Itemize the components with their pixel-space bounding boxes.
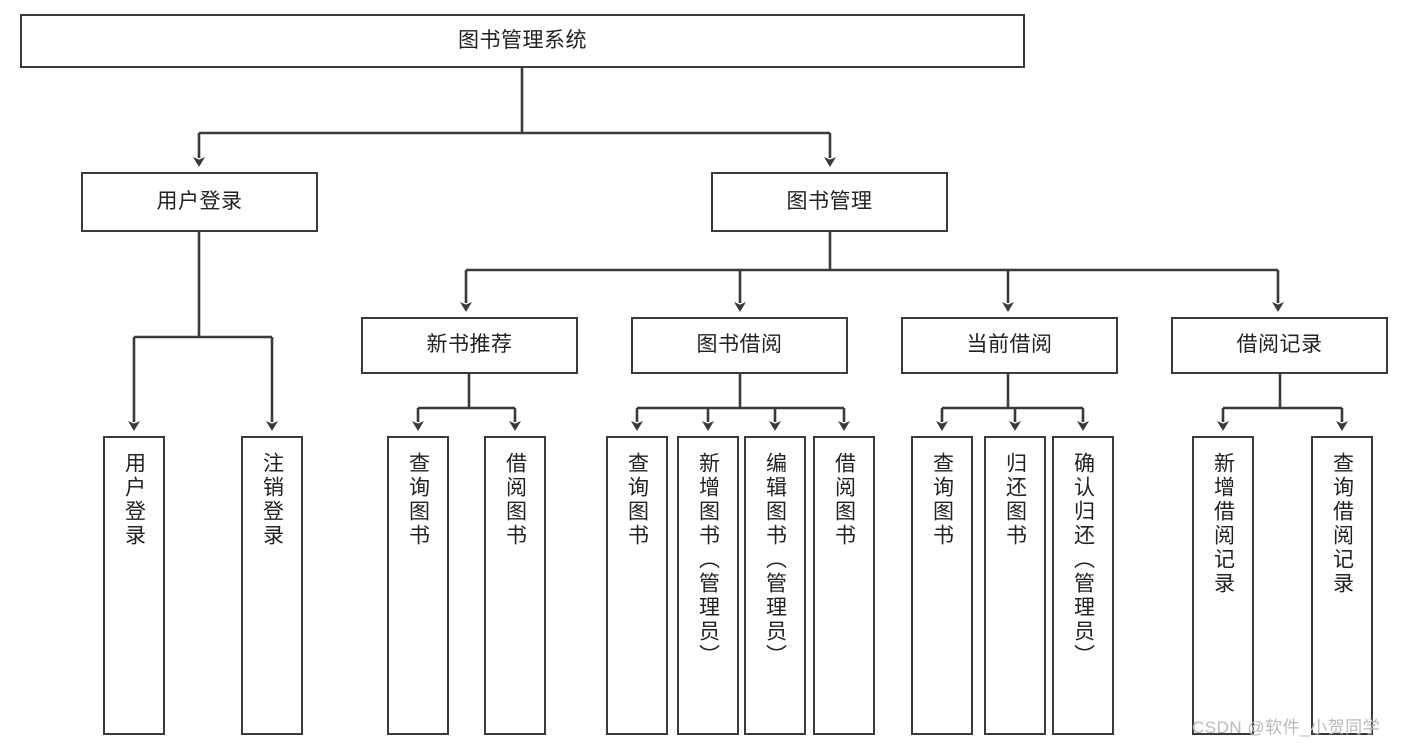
node-borrow-record[interactable]: 借阅记录 [1171,317,1388,374]
node-leaf-edit-book-admin[interactable]: 编辑图书（管理员） [744,436,806,735]
node-leaf-edit-book-admin-label: 编辑图书（管理员） [763,452,787,668]
node-book-borrow[interactable]: 图书借阅 [631,317,848,374]
node-user-login[interactable]: 用户登录 [81,172,318,232]
node-leaf-borrow-book-label: 借阅图书 [832,452,856,548]
node-root[interactable]: 图书管理系统 [20,14,1025,68]
node-leaf-return-book-label: 归还图书 [1003,452,1027,548]
node-book-borrow-label: 图书借阅 [696,333,783,357]
node-leaf-query-book-recommend-label: 查询图书 [406,452,430,548]
node-leaf-add-book-admin[interactable]: 新增图书（管理员） [677,436,739,735]
node-leaf-confirm-return-admin-label: 确认归还（管理员） [1071,452,1095,668]
node-leaf-user-logout[interactable]: 注销登录 [241,436,303,735]
node-leaf-add-borrow-record[interactable]: 新增借阅记录 [1192,436,1254,735]
node-leaf-add-book-admin-label: 新增图书（管理员） [696,452,720,668]
node-current-borrow[interactable]: 当前借阅 [901,317,1118,374]
node-root-label: 图书管理系统 [458,28,587,52]
node-leaf-user-login[interactable]: 用户登录 [103,436,165,735]
node-current-borrow-label: 当前借阅 [966,333,1053,357]
node-book-management[interactable]: 图书管理 [711,172,948,232]
node-leaf-user-login-label: 用户登录 [122,452,146,548]
node-leaf-query-borrow-record-label: 查询借阅记录 [1330,452,1354,596]
node-leaf-borrow-book[interactable]: 借阅图书 [813,436,875,735]
node-leaf-query-book-borrow[interactable]: 查询图书 [606,436,668,735]
node-borrow-record-label: 借阅记录 [1236,333,1323,357]
node-leaf-add-borrow-record-label: 新增借阅记录 [1211,452,1235,596]
node-leaf-query-book-current[interactable]: 查询图书 [911,436,973,735]
node-leaf-borrow-book-recommend[interactable]: 借阅图书 [484,436,546,735]
node-leaf-query-book-borrow-label: 查询图书 [625,452,649,548]
node-new-book-recommend[interactable]: 新书推荐 [361,317,578,374]
node-leaf-query-book-current-label: 查询图书 [930,452,954,548]
node-book-management-label: 图书管理 [786,189,873,213]
node-leaf-user-logout-label: 注销登录 [260,452,284,548]
node-leaf-query-book-recommend[interactable]: 查询图书 [387,436,449,735]
node-leaf-borrow-book-recommend-label: 借阅图书 [503,452,527,548]
node-user-login-label: 用户登录 [156,189,243,213]
node-new-book-recommend-label: 新书推荐 [426,333,513,357]
node-leaf-return-book[interactable]: 归还图书 [984,436,1046,735]
node-leaf-confirm-return-admin[interactable]: 确认归还（管理员） [1052,436,1114,735]
node-leaf-query-borrow-record[interactable]: 查询借阅记录 [1311,436,1373,735]
